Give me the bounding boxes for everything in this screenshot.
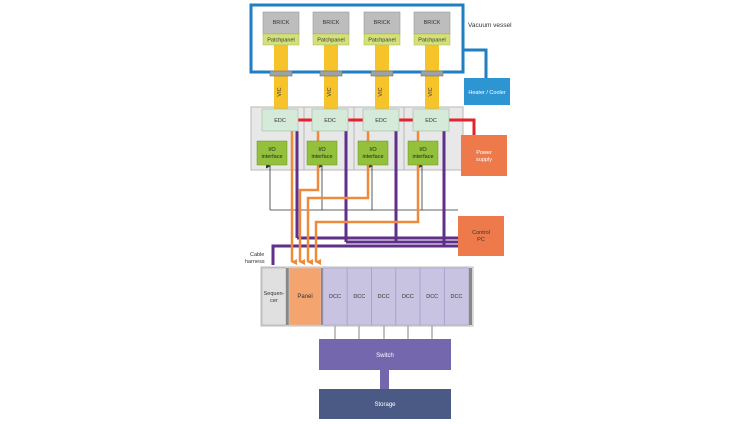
dcc-label: DCC xyxy=(426,294,438,300)
crate-end xyxy=(469,268,472,325)
patchpanel-box xyxy=(262,33,300,46)
edc-label: EDC xyxy=(274,118,286,124)
patchpanel-label: Patchpanel xyxy=(418,38,446,44)
switch-box xyxy=(319,339,451,370)
vic-cable xyxy=(425,45,439,109)
power-supply-label-line1: Power xyxy=(476,150,492,156)
cable-harness-label-line2: harness xyxy=(245,259,265,265)
crate-separator-2 xyxy=(321,268,323,325)
edc-box xyxy=(362,108,400,132)
cable-harness-label-line1: Cable xyxy=(250,252,264,258)
dcc-module xyxy=(395,267,421,326)
panel-label: Panel xyxy=(297,294,312,300)
vic-label: VIC xyxy=(327,87,333,96)
storage-box xyxy=(319,389,451,419)
io-interface-label-line2: interface xyxy=(362,154,383,160)
brick-label: BRICK xyxy=(273,20,290,26)
power-supply-box xyxy=(461,135,507,176)
edc-box xyxy=(412,108,450,132)
dcc-switch-lines xyxy=(334,326,433,339)
io-interface-label-line2: interface xyxy=(311,154,332,160)
dcc-module xyxy=(444,267,469,326)
brick-label: BRICK xyxy=(323,20,340,26)
io-interface-label-line1: I/O xyxy=(419,147,427,153)
vacuum-feedthrough xyxy=(269,70,293,77)
brick-columns: VICBRICKPatchpanelEDCI/OinterfaceVICBRIC… xyxy=(256,11,451,166)
brick-label: BRICK xyxy=(424,20,441,26)
sequencer-module xyxy=(261,267,287,326)
dcc-label: DCC xyxy=(451,294,463,300)
dcc-label: DCC xyxy=(353,294,365,300)
vic-label: VIC xyxy=(277,87,283,96)
purple-lines xyxy=(271,131,458,265)
io-interface-label-line1: I/O xyxy=(318,147,326,153)
edc-label: EDC xyxy=(425,118,437,124)
vacuum-feedthrough xyxy=(319,70,343,77)
patchpanel-box xyxy=(312,33,350,46)
sequencer-label-line2: cer xyxy=(270,298,278,304)
dcc-module xyxy=(346,267,372,326)
vacuum-vessel xyxy=(249,3,465,74)
vic-cable xyxy=(274,45,288,109)
io-interface-box xyxy=(357,140,389,166)
io-interface-label-line2: interface xyxy=(412,154,433,160)
io-interface-label-line2: interface xyxy=(261,154,282,160)
heater-cooler-label: Heater / Cooler xyxy=(468,90,505,96)
storage-label: Storage xyxy=(374,402,396,408)
edc-label: EDC xyxy=(375,118,387,124)
crate-separator xyxy=(286,268,289,325)
vic-label: VIC xyxy=(378,87,384,96)
edc-label: EDC xyxy=(324,118,336,124)
io-interface-box xyxy=(407,140,439,166)
switch-label: Switch xyxy=(376,353,394,359)
patchpanel-label: Patchpanel xyxy=(368,38,396,44)
switch-storage-link xyxy=(380,370,389,389)
vic-cable xyxy=(375,45,389,109)
dcc-module xyxy=(419,267,445,326)
io-interface-box xyxy=(256,140,288,166)
heater-connector xyxy=(462,48,488,78)
control-pc-label-line1: Control xyxy=(472,230,490,236)
edc-box xyxy=(261,108,299,132)
control-pc-label-line2: PC xyxy=(477,237,485,243)
dcc-label: DCC xyxy=(329,294,341,300)
patchpanel-label: Patchpanel xyxy=(267,38,295,44)
heater-cooler-box xyxy=(464,78,510,105)
io-control-lines xyxy=(266,163,458,211)
vacuum-feedthrough xyxy=(420,70,444,77)
panel-module xyxy=(288,267,322,326)
dcc-module xyxy=(322,267,348,326)
io-interface-box xyxy=(306,140,338,166)
vic-cable xyxy=(324,45,338,109)
dcc-label: DCC xyxy=(378,294,390,300)
brick-label: BRICK xyxy=(374,20,391,26)
control-pc-box xyxy=(458,216,504,256)
vacuum-feedthrough xyxy=(370,70,394,77)
patchpanel-label: Patchpanel xyxy=(317,38,345,44)
patchpanel-box xyxy=(363,33,401,46)
vic-label: VIC xyxy=(428,87,434,96)
sequencer-label-line1: Sequen- xyxy=(264,291,285,297)
io-interface-label-line1: I/O xyxy=(369,147,377,153)
power-supply-label-line2: supply xyxy=(476,157,492,163)
dcc-modules: DCC DCC DCC DCC DCC DCC xyxy=(322,267,469,326)
dcc-label: DCC xyxy=(402,294,414,300)
dcc-module xyxy=(371,267,396,326)
io-interface-label-line1: I/O xyxy=(268,147,276,153)
vacuum-vessel-label: Vacuum vessel xyxy=(468,22,512,29)
patchpanel-box xyxy=(413,33,451,46)
edc-box xyxy=(311,108,349,132)
